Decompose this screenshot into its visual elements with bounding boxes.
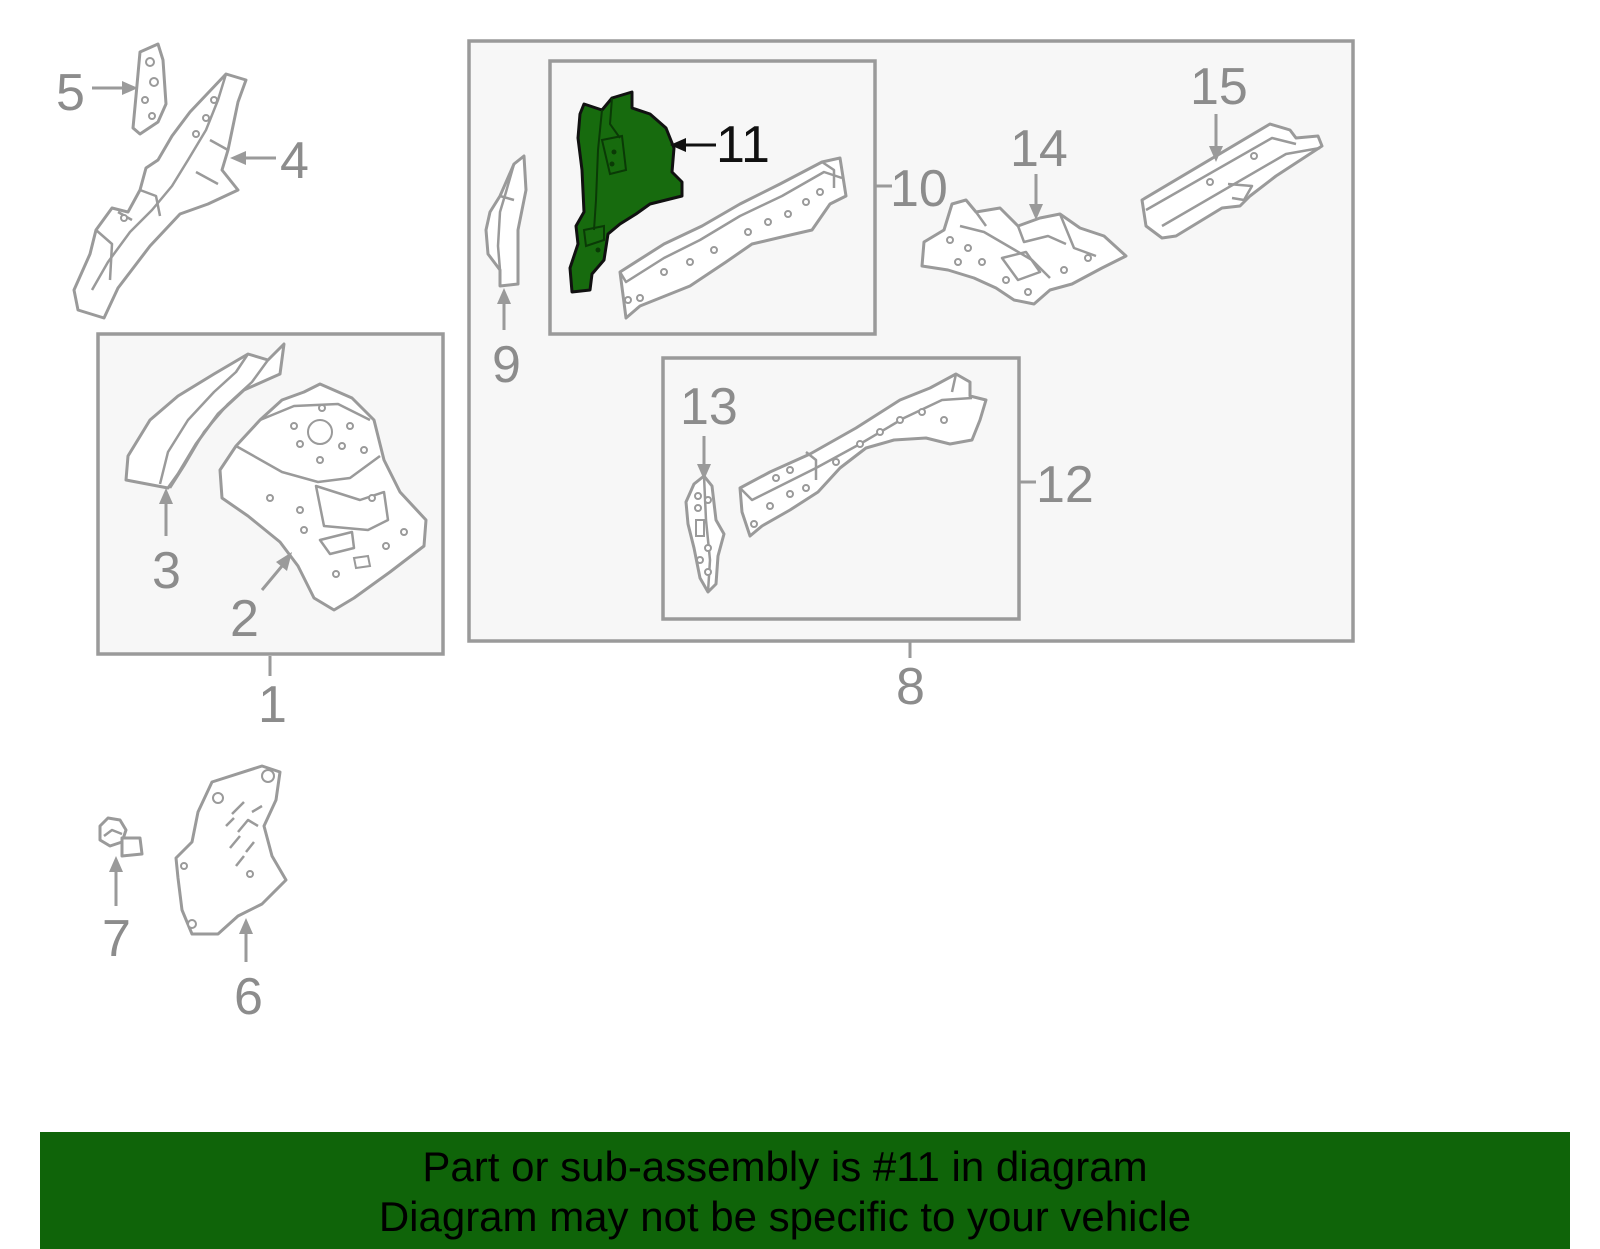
callout-8: 8 xyxy=(896,658,925,716)
arrow-11 xyxy=(670,138,686,152)
callout-13: 13 xyxy=(680,378,738,436)
callout-7: 7 xyxy=(102,910,131,968)
callout-1: 1 xyxy=(258,676,287,734)
arrow-3 xyxy=(159,488,173,504)
part-6[interactable] xyxy=(174,764,288,936)
leader-2 xyxy=(260,565,284,591)
callout-3: 3 xyxy=(152,542,181,600)
part-13[interactable] xyxy=(684,474,726,594)
arrow-15 xyxy=(1209,146,1223,162)
banner-line-2: Diagram may not be specific to your vehi… xyxy=(378,1193,1192,1240)
arrow-6 xyxy=(239,918,253,934)
part-2[interactable] xyxy=(218,382,428,612)
callout-2: 2 xyxy=(230,590,259,648)
callout-12: 12 xyxy=(1036,456,1094,514)
part-5[interactable] xyxy=(131,42,168,136)
callout-14: 14 xyxy=(1010,120,1068,178)
callout-6: 6 xyxy=(234,968,263,1026)
part-4[interactable] xyxy=(72,72,248,320)
callout-4: 4 xyxy=(280,132,309,190)
callout-11: 11 xyxy=(716,116,770,174)
arrow-5 xyxy=(122,81,138,95)
arrow-9 xyxy=(497,288,511,304)
info-banner: Part or sub-assembly is #11 in diagram D… xyxy=(40,1132,1570,1249)
part-3[interactable] xyxy=(124,342,286,490)
banner-line-1: Part or sub-assembly is #11 in diagram xyxy=(422,1143,1148,1190)
callout-5: 5 xyxy=(56,64,85,122)
part-12[interactable] xyxy=(738,372,988,538)
callout-15: 15 xyxy=(1190,58,1248,116)
arrow-2 xyxy=(276,552,292,571)
arrow-13 xyxy=(697,464,711,480)
callout-10: 10 xyxy=(890,160,948,218)
arrow-4 xyxy=(230,151,246,165)
part-11[interactable] xyxy=(568,90,684,294)
part-7[interactable] xyxy=(98,816,144,858)
part-10[interactable] xyxy=(618,156,848,320)
part-9[interactable] xyxy=(484,154,528,288)
callout-9: 9 xyxy=(492,336,521,394)
part-15[interactable] xyxy=(1140,122,1324,240)
part-14[interactable] xyxy=(920,198,1128,306)
arrow-14 xyxy=(1029,204,1043,220)
arrow-7 xyxy=(109,856,123,872)
